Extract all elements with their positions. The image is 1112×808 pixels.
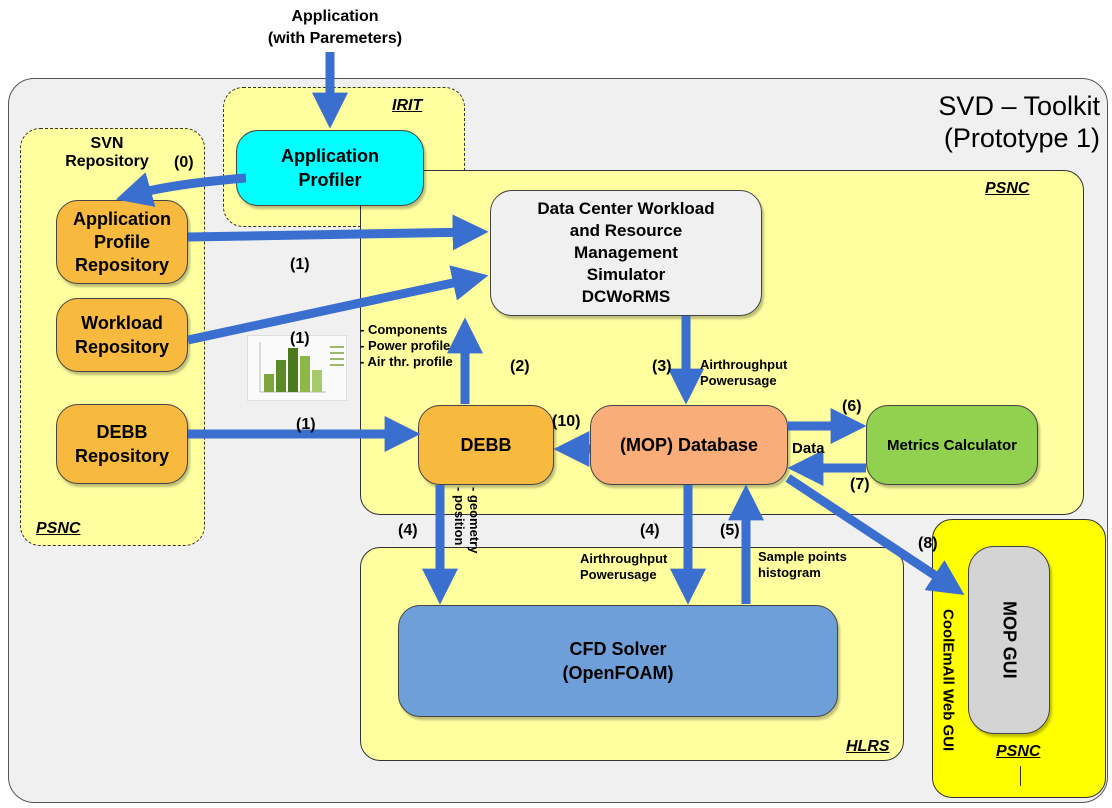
toolkit-title: SVD – Toolkit (Prototype 1) bbox=[938, 91, 1100, 153]
geometry-annotation: - geometry - position bbox=[452, 487, 482, 554]
arrow-label-6: (6) bbox=[842, 398, 862, 415]
application-profile-repository-box[interactable]: Application Profile Repository bbox=[56, 200, 188, 284]
components-annotation: - Components - Power profile - Air thr. … bbox=[360, 322, 453, 369]
arrow-label-3: (3) bbox=[652, 358, 672, 375]
arrow-label-8: (8) bbox=[918, 535, 938, 552]
psnc-left-tag: PSNC bbox=[36, 520, 81, 537]
arrow-label-4-right: (4) bbox=[640, 522, 660, 539]
top-input-label: Application (with Paremeters) bbox=[267, 8, 403, 47]
airthroughput-top-annotation: Airthroughput Powerusage bbox=[700, 357, 788, 388]
chart-thumbnail-svg bbox=[259, 342, 344, 393]
web-gui-label: CoolEmAll Web GUI bbox=[939, 608, 957, 752]
psnc-gui-tag: PSNC bbox=[996, 743, 1041, 760]
debb-repository-box[interactable]: DEBB Repository bbox=[56, 404, 188, 484]
arrow-label-2: (2) bbox=[510, 358, 530, 375]
airthroughput-bottom-annotation: Airthroughput Powerusage bbox=[580, 551, 668, 582]
workload-repository-box[interactable]: Workload Repository bbox=[56, 298, 188, 372]
psnc-main-tag: PSNC bbox=[985, 180, 1030, 197]
arrow-label-1-mid: (1) bbox=[290, 330, 310, 347]
application-profiler-box[interactable]: Application Profiler bbox=[236, 130, 424, 206]
hlrs-tag: HLRS bbox=[846, 738, 890, 755]
debb-box[interactable]: DEBB bbox=[418, 405, 554, 485]
arrow-label-4-left: (4) bbox=[398, 522, 418, 539]
arrow-label-7: (7) bbox=[850, 476, 870, 493]
metrics-calculator-box[interactable]: Metrics Calculator bbox=[866, 405, 1038, 485]
arrow-label-1-bottom: (1) bbox=[296, 416, 316, 433]
arrow-1-workload-to-dcworms bbox=[187, 265, 489, 345]
sample-points-annotation: Sample points histogram bbox=[758, 549, 847, 580]
chart-thumbnail-icon bbox=[247, 335, 347, 401]
arrow-0-profiler-to-repo bbox=[115, 172, 247, 207]
arrow-label-10: (10) bbox=[552, 413, 581, 430]
arrow-8-db-to-gui bbox=[785, 474, 965, 595]
cfd-solver-box[interactable]: CFD Solver (OpenFOAM) bbox=[398, 605, 838, 717]
psnc-gui-tick bbox=[1020, 766, 1021, 786]
mop-gui-label: MOP GUI bbox=[999, 601, 1020, 679]
arrow-1-repo-to-dcworms bbox=[187, 214, 489, 251]
dcworms-simulator-box[interactable]: Data Center Workload and Resource Manage… bbox=[490, 190, 762, 316]
mop-database-box[interactable]: (MOP) Database bbox=[590, 405, 788, 485]
svn-repository-label: SVN Repository bbox=[65, 135, 149, 170]
arrow-label-0: (0) bbox=[174, 154, 194, 171]
arrow-label-1-top: (1) bbox=[290, 256, 310, 273]
irit-tag: IRIT bbox=[392, 97, 423, 114]
mop-gui-box[interactable]: MOP GUI bbox=[968, 546, 1050, 734]
data-annotation: Data bbox=[792, 440, 825, 457]
arrow-label-5: (5) bbox=[720, 522, 740, 539]
